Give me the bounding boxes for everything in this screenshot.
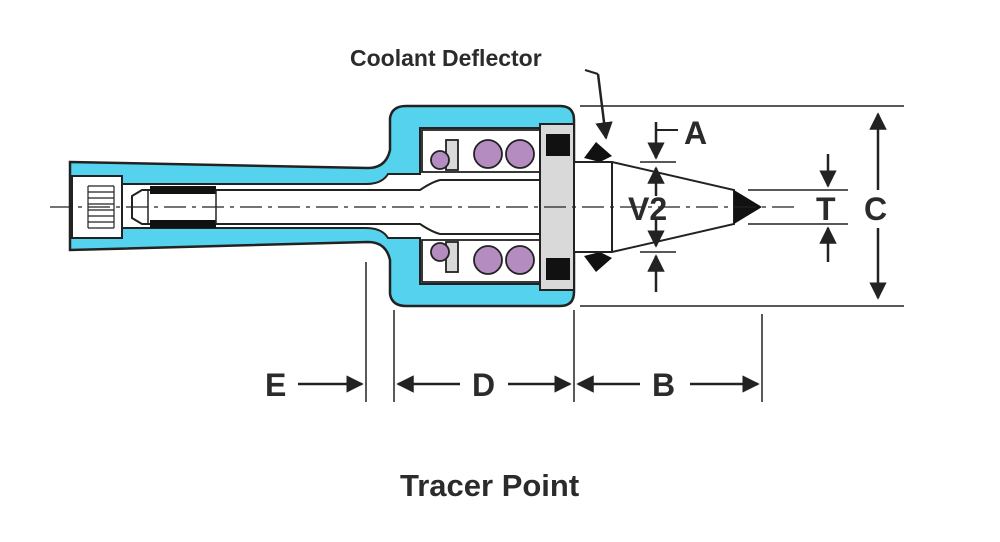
shaft-sleeve-top [150,186,216,194]
bearing-balls [430,139,535,275]
dimension-label-b: B [652,367,675,403]
knurl-lines [87,185,115,229]
coolant-deflector-top [584,142,612,162]
dimension-label-v2: V2 [628,191,667,227]
coolant-deflector-bottom [584,252,612,272]
shaft-sleeve-bottom [150,220,216,228]
seal-bottom [546,258,570,280]
dimension-a-leader [655,122,678,131]
dimension-label-e: E [265,367,286,403]
dimension-label-d: D [472,367,495,403]
dimension-label-t: T [816,191,836,227]
dimension-arrows [298,73,887,393]
seal-top [546,134,570,156]
dimension-label-a: A [684,115,707,151]
extension-lines [365,105,904,402]
dimension-label-c: C [864,191,887,227]
diagram-caption: Tracer Point [400,468,579,503]
callout-leader [584,69,599,75]
coolant-deflector-label: Coolant Deflector [350,45,542,71]
